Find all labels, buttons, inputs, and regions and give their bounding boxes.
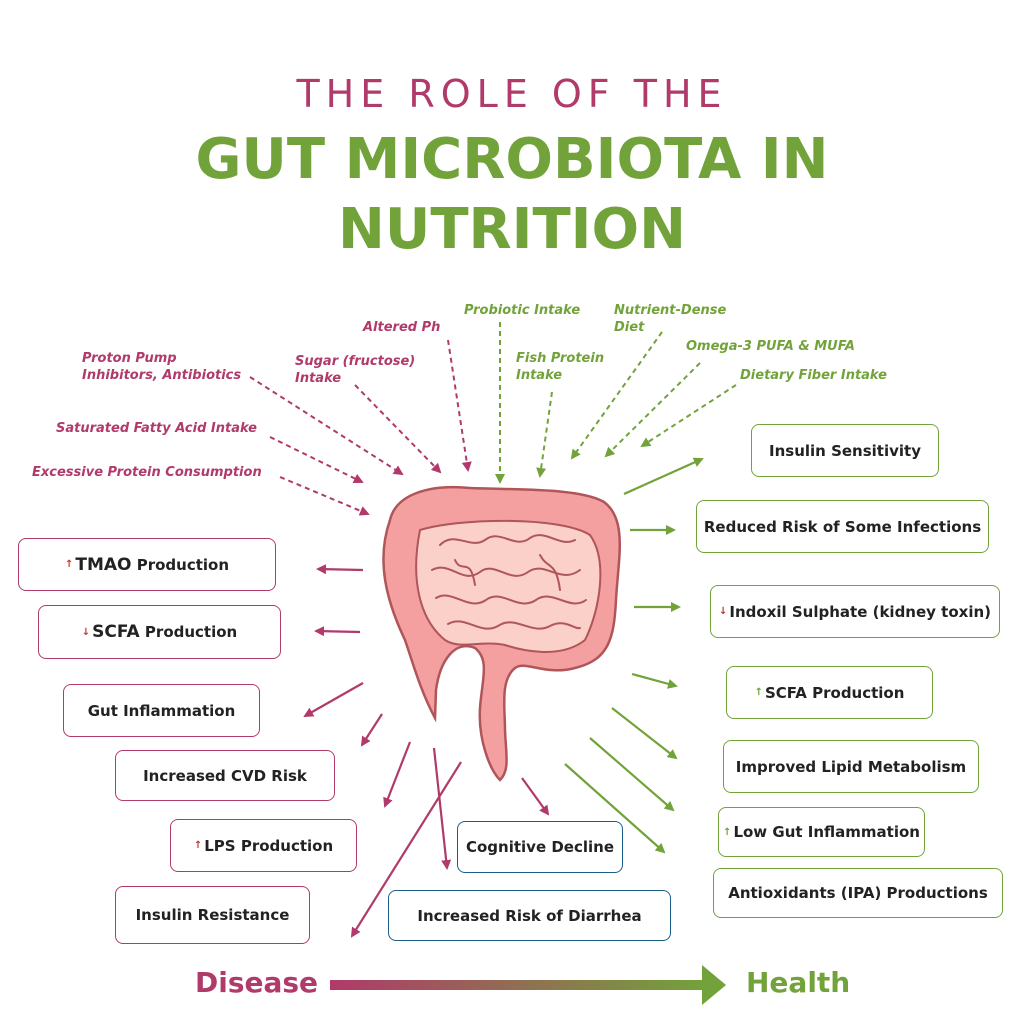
factor-sugar-line1: Sugar (fructose) bbox=[295, 354, 416, 369]
outcome-scfa-down: ↓ SCFA Production bbox=[38, 605, 281, 659]
arrow-out-gut-inflammation bbox=[303, 682, 364, 717]
outcome-cvd-risk: Increased CVD Risk bbox=[115, 750, 335, 801]
title-line2b: NUTRITION bbox=[337, 197, 686, 262]
outcome-low-gut-text: Low Gut Inflammation bbox=[733, 823, 920, 841]
factor-fish-protein: Fish Protein Intake bbox=[516, 350, 604, 384]
positive-outcome-arrows bbox=[564, 457, 704, 854]
arrow-saturated-fat bbox=[269, 436, 364, 483]
positive-factor-arrows bbox=[495, 322, 737, 484]
outcome-indoxil: ↓ Indoxil Sulphate (kidney toxin) bbox=[710, 585, 1000, 638]
arrow-out-insulin-sensitivity bbox=[623, 457, 704, 496]
title-main: GUT MICROBIOTA IN NUTRITION bbox=[0, 125, 1024, 265]
outcome-scfa-up-text: SCFA Production bbox=[764, 683, 905, 702]
factor-omega3: Omega-3 PUFA & MUFA bbox=[686, 339, 855, 354]
arrow-ppi bbox=[249, 376, 404, 476]
factor-altered-ph: Altered Ph bbox=[363, 320, 441, 335]
factor-fish-line1: Fish Protein bbox=[516, 351, 605, 366]
outcome-lps: ↑ LPS Production bbox=[170, 819, 357, 872]
intestine-folds bbox=[431, 534, 587, 630]
outcome-lps-text: LPS Production bbox=[204, 836, 334, 855]
factor-nutrient-line2: Diet bbox=[614, 320, 645, 335]
outcome-tmao: ↑ TMAO Production bbox=[18, 538, 276, 591]
factor-ppi-line1: Proton Pump bbox=[82, 351, 177, 366]
scale-bar bbox=[330, 980, 710, 990]
arrow-out-lps bbox=[383, 741, 412, 808]
arrow-nutrient-diet bbox=[570, 331, 663, 460]
factor-fiber: Dietary Fiber Intake bbox=[740, 368, 887, 383]
outcome-tmao-rest: Production bbox=[136, 555, 230, 574]
intestine-illustration bbox=[382, 485, 621, 782]
arrow-out-lipid bbox=[611, 707, 678, 760]
outcome-indoxil-text: Indoxil Sulphate (kidney toxin) bbox=[729, 602, 991, 621]
factor-ppi-line2: Inhibitors, Antibiotics bbox=[82, 368, 242, 383]
arrow-out-insulin-resistance bbox=[350, 761, 462, 938]
scale-label-disease: Disease bbox=[195, 966, 319, 999]
arrow-fish-protein bbox=[536, 391, 553, 478]
outcome-low-gut: ↑ Low Gut Inflammation bbox=[718, 807, 925, 857]
arrow-out-cognitive bbox=[521, 777, 550, 816]
outcome-antioxidants: Antioxidants (IPA) Productions bbox=[713, 868, 1003, 918]
down-arrow-icon: ↓ bbox=[719, 606, 728, 617]
factor-sugar: Sugar (fructose) Intake bbox=[295, 353, 415, 387]
arrow-excess-protein bbox=[279, 476, 370, 516]
arrow-out-tmao bbox=[316, 564, 364, 575]
up-arrow-icon: ↑ bbox=[723, 826, 732, 838]
outcome-scfa-rest: Production bbox=[144, 623, 238, 641]
outcome-insulin-resistance: Insulin Resistance bbox=[115, 886, 310, 944]
arrow-out-diarrhea bbox=[432, 747, 452, 870]
factor-probiotic: Probiotic Intake bbox=[464, 303, 581, 318]
outcome-insulin-sensitivity: Insulin Sensitivity bbox=[751, 424, 939, 477]
negative-factor-arrows bbox=[249, 339, 472, 516]
arrow-out-scfa bbox=[314, 626, 361, 637]
arrow-altered-ph bbox=[447, 339, 472, 472]
arrow-out-low-gut bbox=[589, 737, 675, 812]
up-arrow-icon: ↑ bbox=[754, 687, 763, 698]
title-line2a: GUT MICROBIOTA IN bbox=[195, 127, 829, 192]
negative-outcome-arrows bbox=[303, 564, 550, 938]
outcome-tmao-main: TMAO bbox=[75, 554, 132, 575]
outcome-infections: Reduced Risk of Some Infections bbox=[696, 500, 989, 553]
outcome-diarrhea: Increased Risk of Diarrhea bbox=[388, 890, 671, 941]
outcome-gut-inflammation: Gut Inflammation bbox=[63, 684, 260, 737]
title-line1: THE ROLE OF THE bbox=[296, 72, 728, 116]
up-arrow-icon: ↑ bbox=[193, 840, 203, 851]
factor-excess-protein: Excessive Protein Consumption bbox=[32, 465, 262, 480]
scale-arrowhead bbox=[702, 965, 726, 1005]
factor-fish-line2: Intake bbox=[516, 368, 563, 383]
arrow-out-cvd bbox=[360, 713, 383, 747]
arrow-fiber bbox=[640, 384, 737, 448]
arrow-out-antioxidants bbox=[564, 763, 666, 854]
small-intestine bbox=[415, 519, 602, 653]
arrow-omega3 bbox=[604, 362, 701, 458]
factor-nutrient-diet: Nutrient-Dense Diet bbox=[614, 302, 726, 336]
scale-label-health: Health bbox=[746, 966, 851, 999]
arrow-out-scfa bbox=[631, 672, 678, 689]
factor-nutrient-line1: Nutrient-Dense bbox=[614, 303, 727, 318]
factor-sugar-line2: Intake bbox=[295, 371, 342, 386]
outcome-lipid: Improved Lipid Metabolism bbox=[723, 740, 979, 793]
outcome-cognitive-decline: Cognitive Decline bbox=[457, 821, 623, 873]
up-arrow-icon: ↑ bbox=[64, 559, 74, 570]
factor-saturated-fat: Saturated Fatty Acid Intake bbox=[56, 421, 257, 436]
factor-ppi: Proton Pump Inhibitors, Antibiotics bbox=[82, 350, 241, 384]
outcome-scfa-main: SCFA bbox=[92, 622, 140, 642]
disease-health-scale bbox=[330, 965, 726, 1005]
outcome-scfa-up: ↑ SCFA Production bbox=[726, 666, 933, 719]
down-arrow-icon: ↓ bbox=[81, 626, 91, 638]
arrow-sugar bbox=[354, 384, 442, 474]
